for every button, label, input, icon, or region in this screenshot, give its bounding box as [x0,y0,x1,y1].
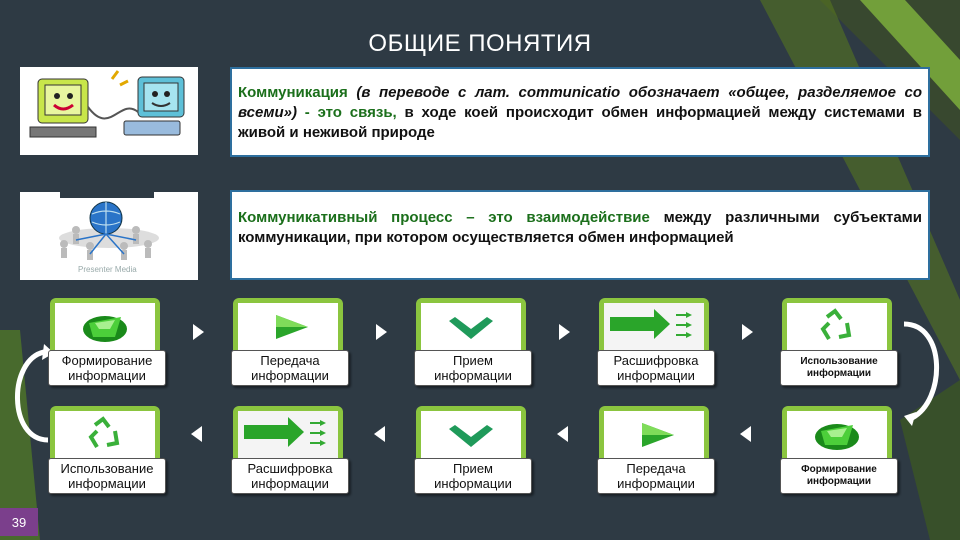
step-card-decoding[interactable]: Расшифровка информации [233,406,343,488]
flow-arrow-left [740,426,751,442]
step-label: Формирование информации [48,350,166,386]
checkmark-icon [421,303,521,349]
flow-arrow-left [191,426,202,442]
play-arrow-icon [238,303,338,349]
flow-arrow-right [742,324,753,340]
left-loop-arrow [2,340,52,450]
step-label: Расшифровка информации [231,458,349,494]
step-label: Расшифровка информации [597,350,715,386]
right-loop-arrow [900,320,950,430]
recycle-icon [787,303,887,349]
green-gem-icon [55,303,155,349]
step-card-reception[interactable]: Прием информации [416,406,526,488]
step-label: Прием информации [414,458,532,494]
definition-communication: Коммуникация (в переводе с лат. communic… [230,67,930,157]
decode-arrow-icon [238,411,338,457]
checkmark-icon [421,411,521,457]
definition-communicative-process: Коммуникативный процесс – это взаимодейс… [230,190,930,280]
step-label: Прием информации [414,350,532,386]
step-label: Передача информации [231,350,349,386]
dash: - [305,104,310,121]
step-card-formation[interactable]: Формирование информации [782,406,892,488]
play-arrow-icon [604,411,704,457]
flow-arrow-right [376,324,387,340]
term-communication: Коммуникация [238,84,348,101]
computers-illustration [20,67,198,155]
step-card-transmission[interactable]: Передача информации [599,406,709,488]
page-title: ОБЩИЕ ПОНЯТИЯ [0,30,960,58]
flow-arrow-left [374,426,385,442]
step-card-decoding[interactable]: Расшифровка информации [599,298,709,380]
step-card-transmission[interactable]: Передача информации [233,298,343,380]
green-gem-icon [787,411,887,457]
slide-number: 39 [0,508,38,536]
step-card-usage[interactable]: Использование информации [782,298,892,380]
step-label: Использование информации [780,350,898,386]
decode-arrow-icon [604,303,704,349]
step-card-formation[interactable]: Формирование информации [50,298,160,380]
step-label: Передача информации [597,458,715,494]
step-label: Формирование информации [780,458,898,494]
image-caption: Presenter Media [78,265,137,274]
highlight-process: Коммуникативный процесс – это взаимодейс… [238,209,650,226]
flow-arrow-left [557,426,568,442]
step-card-usage[interactable]: Использование информации [50,406,160,488]
highlight-link: это связь, [318,104,397,121]
flow-arrow-right [559,324,570,340]
recycle-icon [55,411,155,457]
step-label: Использование информации [48,458,166,494]
step-card-reception[interactable]: Прием информации [416,298,526,380]
flow-arrow-right [193,324,204,340]
